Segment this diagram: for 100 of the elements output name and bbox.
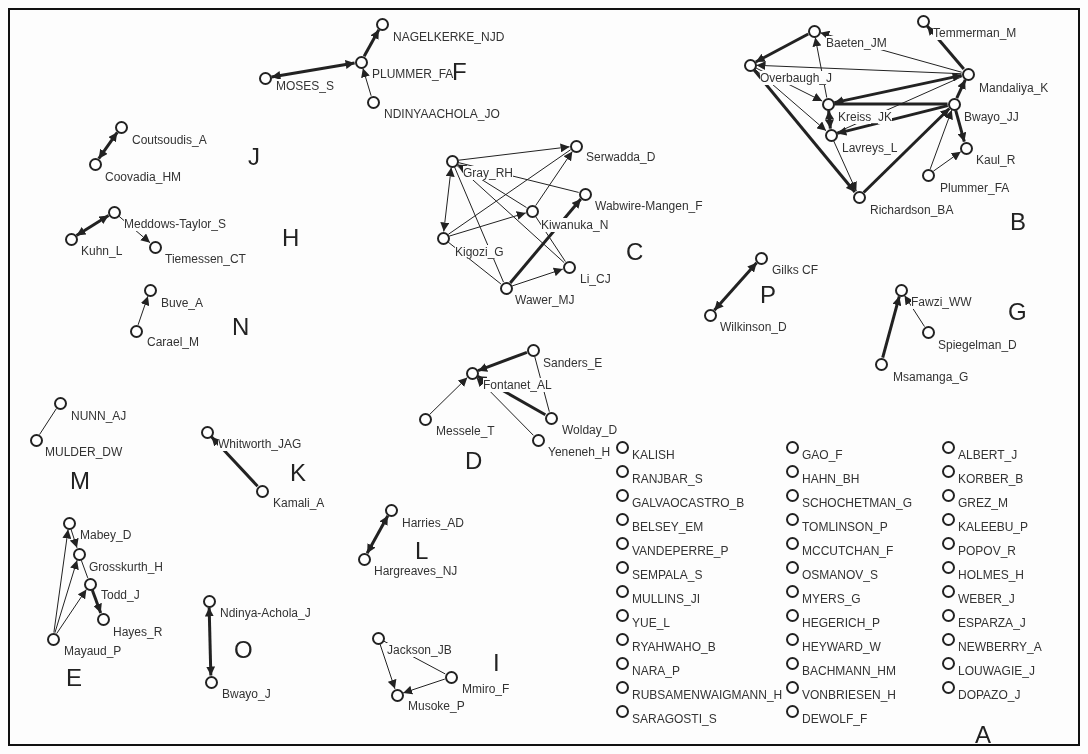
- node-circle: [615, 560, 629, 574]
- node-circle: [615, 440, 629, 454]
- author-name: Kaul_R: [976, 153, 1016, 167]
- author-name: Jackson_JB: [387, 643, 452, 657]
- author-name: Bwayo_JJ: [964, 110, 1019, 124]
- node-circle: [703, 308, 717, 322]
- arrow: [440, 166, 455, 233]
- author-name: NARA_P: [632, 664, 681, 678]
- arrow: [457, 143, 571, 161]
- node-circle: [785, 440, 799, 454]
- cluster-letter: C: [626, 239, 644, 265]
- node-circle: [941, 512, 955, 526]
- node-circle: [72, 547, 86, 561]
- node-circle: [615, 632, 629, 646]
- author-name: Richardson_BA: [870, 203, 954, 217]
- arrow: [75, 214, 110, 237]
- node-circle: [615, 656, 629, 670]
- node-circle: [921, 168, 935, 182]
- arrow: [955, 79, 967, 99]
- author-name: NDINYAACHOLA_JO: [384, 107, 500, 121]
- node-circle: [418, 412, 432, 426]
- author-name: SEMPALA_S: [632, 568, 703, 582]
- node-circle: [390, 688, 404, 702]
- author-name: VANDEPERRE_P: [632, 544, 729, 558]
- node-circle: [445, 154, 459, 168]
- node-circle: [615, 704, 629, 718]
- author-name: KALEEBU_P: [958, 520, 1029, 534]
- author-name: Mandaliya_K: [979, 81, 1049, 95]
- node-circle: [143, 283, 157, 297]
- arrow: [365, 514, 390, 555]
- arrow: [54, 559, 79, 634]
- author-name: Whitworth_JAG: [218, 437, 302, 451]
- arrow: [97, 131, 119, 160]
- author-name: LOUWAGIE_J: [958, 664, 1035, 678]
- author-name: NAGELKERKE_NJD: [393, 30, 505, 44]
- node-circle: [29, 433, 43, 447]
- node-circle: [615, 536, 629, 550]
- arrow: [204, 607, 216, 676]
- author-name: RANJBAR_S: [632, 472, 703, 486]
- author-name: Coovadia_HM: [105, 170, 182, 184]
- connector-line: [454, 166, 504, 283]
- node-circle: [941, 584, 955, 598]
- node-circle: [544, 411, 558, 425]
- author-name: TOMLINSON_P: [802, 520, 888, 534]
- author-name: Kreiss_JK: [838, 110, 893, 124]
- node-circle: [64, 232, 78, 246]
- node-circle: [114, 120, 128, 134]
- author-name: Wilkinson_D: [720, 320, 787, 334]
- author-name: Buve_A: [161, 296, 204, 310]
- arrow: [53, 528, 72, 634]
- author-name: ESPARZA_J: [958, 616, 1026, 630]
- author-name: Grosskurth_H: [89, 560, 164, 574]
- author-name: VONBRIESEN_H: [802, 688, 897, 702]
- node-circle: [255, 484, 269, 498]
- author-name: Wabwire-Mangen_F: [595, 199, 703, 213]
- arrow: [753, 69, 856, 193]
- author-name: HEYWARD_W: [802, 640, 881, 654]
- author-name: Plummer_FA: [940, 181, 1010, 195]
- arrow: [756, 61, 962, 75]
- author-name: Meddows-Taylor_S: [124, 217, 227, 231]
- arrow: [954, 109, 967, 143]
- node-circle: [807, 24, 821, 38]
- arrow: [904, 294, 925, 328]
- node-circle: [941, 440, 955, 454]
- node-circle: [921, 325, 935, 339]
- arrow: [69, 528, 79, 549]
- author-name: Coutsoudis_A: [132, 133, 207, 147]
- node-circle: [107, 205, 121, 219]
- author-name: Temmerman_M: [933, 26, 1017, 40]
- node-circle: [785, 608, 799, 622]
- cluster-letter: N: [232, 314, 250, 340]
- author-name: Msamanga_G: [893, 370, 969, 384]
- author-name: BELSEY_EM: [632, 520, 704, 534]
- node-circle: [785, 560, 799, 574]
- node-circle: [615, 512, 629, 526]
- node-circle: [615, 488, 629, 502]
- node-circle: [129, 324, 143, 338]
- author-name: Lavreys_L: [842, 141, 898, 155]
- arrow: [90, 589, 103, 614]
- node-circle: [83, 577, 97, 591]
- author-name: Tiemessen_CT: [165, 252, 246, 266]
- arrow: [511, 267, 564, 287]
- node-circle: [371, 631, 385, 645]
- arrow: [834, 72, 962, 106]
- arrow: [926, 25, 965, 70]
- node-circle: [941, 608, 955, 622]
- author-name: Serwadda_D: [586, 150, 656, 164]
- author-name: Overbaugh_J: [760, 71, 833, 85]
- node-circle: [785, 656, 799, 670]
- author-name: Hargreaves_NJ: [374, 564, 458, 578]
- cluster-letter: P: [760, 282, 776, 308]
- node-circle: [894, 283, 908, 297]
- author-name: HAHN_BH: [802, 472, 860, 486]
- cluster-letter: H: [282, 225, 300, 251]
- author-name: Gray_RH: [463, 166, 513, 180]
- author-name: GALVAOCASTRO_B: [632, 496, 745, 510]
- author-name: Bwayo_J: [222, 687, 271, 701]
- node-circle: [785, 584, 799, 598]
- node-circle: [525, 204, 539, 218]
- author-name: GAO_F: [802, 448, 843, 462]
